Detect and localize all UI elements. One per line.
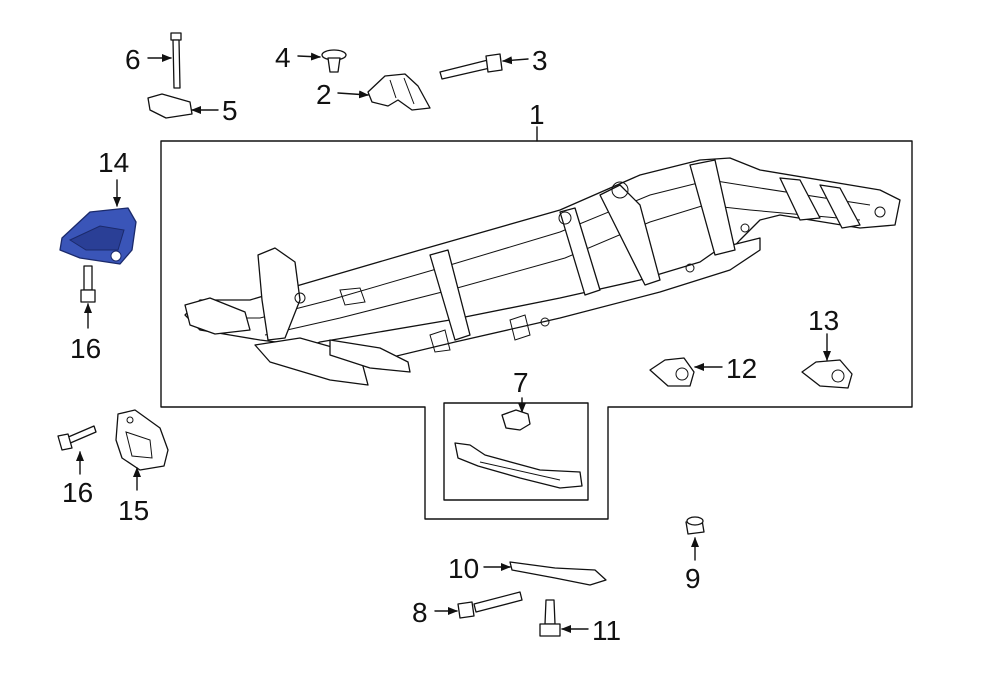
part-6-bolt	[170, 32, 182, 89]
part-5-bracket	[147, 93, 193, 119]
callout-16-upper: 16	[70, 333, 101, 364]
inset-box-7	[443, 402, 589, 501]
callout-7: 7	[513, 367, 529, 398]
callout-3: 3	[532, 45, 548, 76]
callout-2: 2	[316, 79, 332, 110]
callout-16-lower: 16	[62, 477, 93, 508]
callout-12: 12	[726, 353, 757, 384]
callout-4: 4	[275, 42, 291, 73]
frame-assembly	[184, 157, 901, 386]
callout-6: 6	[125, 44, 141, 75]
callout-13: 13	[808, 305, 839, 336]
part-10-plate	[509, 561, 607, 586]
callout-9: 9	[685, 563, 701, 594]
callout-5: 5	[222, 95, 238, 126]
callout-14: 14	[98, 147, 129, 178]
part-16-bolt-upper	[80, 265, 96, 303]
part-12-bracket	[649, 357, 695, 387]
part-7-bracket	[454, 409, 583, 489]
frame-group-outline	[160, 140, 913, 520]
part-3-bolt	[439, 53, 503, 80]
part-15-bracket	[115, 409, 169, 471]
callout-10: 10	[448, 553, 479, 584]
leader-4	[297, 52, 321, 61]
part-11-bolt	[539, 599, 561, 637]
callout-8: 8	[412, 597, 428, 628]
callout-1: 1	[529, 99, 545, 130]
part-9-plug	[685, 516, 705, 535]
callout-15: 15	[118, 495, 149, 526]
callout-11: 11	[592, 615, 621, 646]
part-13-bracket	[801, 359, 853, 389]
part-14-mount-highlighted	[59, 207, 137, 265]
part-2-bracket	[367, 73, 431, 111]
part-8-bolt	[457, 591, 523, 619]
part-16-bolt-lower	[57, 425, 97, 451]
part-4-clip	[321, 49, 347, 73]
leader-2	[337, 90, 369, 99]
leader-3	[502, 56, 529, 65]
